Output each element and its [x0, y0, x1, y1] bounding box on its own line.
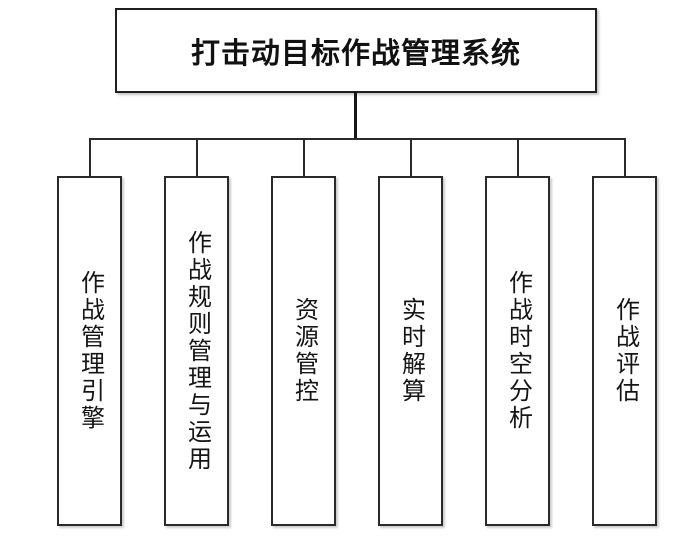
connector-drop	[516, 138, 519, 176]
root-node-system-title-box: 打击动目标作战管理系统	[115, 8, 597, 93]
child-node-label: 作战规则管理与运用	[183, 229, 211, 473]
child-column-resource-control: 资源管控	[271, 138, 336, 526]
connector-drop	[409, 138, 412, 176]
connector-drop	[195, 138, 198, 176]
child-nodes-row: 作战管理引擎 作战规则管理与运用 资源管控 实时解算 作战时空分析	[57, 138, 657, 526]
connector-stem	[354, 92, 357, 139]
child-node-label: 资源管控	[290, 297, 318, 405]
connector-drop	[88, 138, 91, 176]
child-node-box: 实时解算	[378, 176, 443, 526]
root-node-label: 打击动目标作战管理系统	[190, 37, 521, 70]
child-column-combat-management-engine: 作战管理引擎	[57, 138, 122, 526]
child-node-label: 作战时空分析	[504, 270, 532, 432]
child-node-box: 作战评估	[592, 176, 657, 526]
child-node-box: 作战规则管理与运用	[164, 176, 229, 526]
child-column-combat-assessment: 作战评估	[592, 138, 657, 526]
child-column-realtime-calculation: 实时解算	[378, 138, 443, 526]
child-column-combat-rules-management: 作战规则管理与运用	[164, 138, 229, 526]
child-column-spatiotemporal-analysis: 作战时空分析	[485, 138, 550, 526]
child-node-label: 实时解算	[397, 297, 425, 405]
child-node-box: 作战管理引擎	[57, 176, 122, 526]
child-node-label: 作战评估	[611, 297, 639, 405]
connector-drop	[623, 138, 626, 176]
child-node-box: 资源管控	[271, 176, 336, 526]
child-node-box: 作战时空分析	[485, 176, 550, 526]
child-node-label: 作战管理引擎	[76, 270, 104, 432]
connector-horizontal-bus	[89, 138, 626, 140]
connector-drop	[302, 138, 305, 176]
